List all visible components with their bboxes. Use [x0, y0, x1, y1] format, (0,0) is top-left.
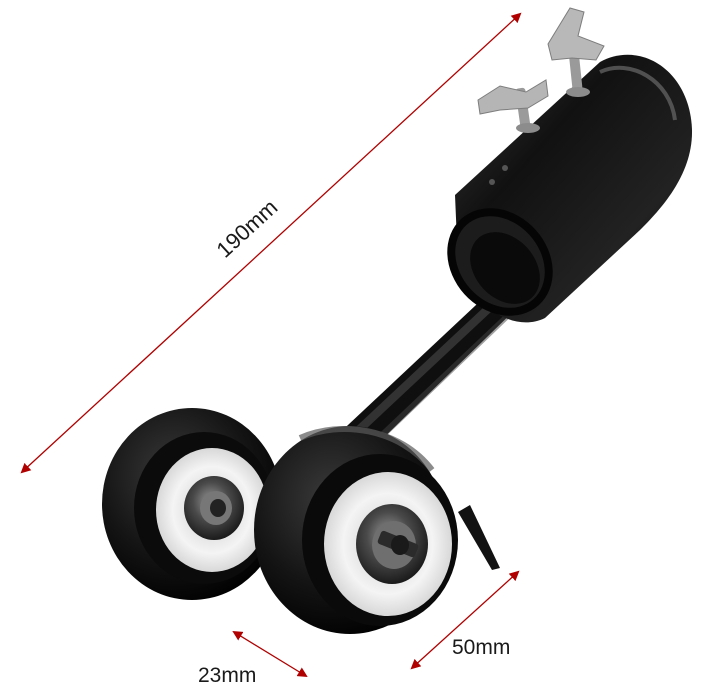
spike: [458, 505, 500, 570]
length-dimension-arrow: [20, 12, 522, 474]
wheel-back: [102, 408, 282, 600]
wheel-front: [254, 426, 458, 634]
wheel-diameter-dimension-arrow: [410, 570, 520, 670]
wheel-width-dimension-arrow: [232, 630, 308, 678]
wing-nut-front: [477, 79, 549, 133]
wing-nut-back: [547, 7, 605, 97]
wheel-width-dimension-label: 23mm: [198, 664, 256, 687]
length-dimension-label: 190mm: [211, 194, 282, 262]
handle-sleeve: [447, 54, 693, 323]
wheel-diameter-dimension-label: 50mm: [452, 636, 510, 659]
